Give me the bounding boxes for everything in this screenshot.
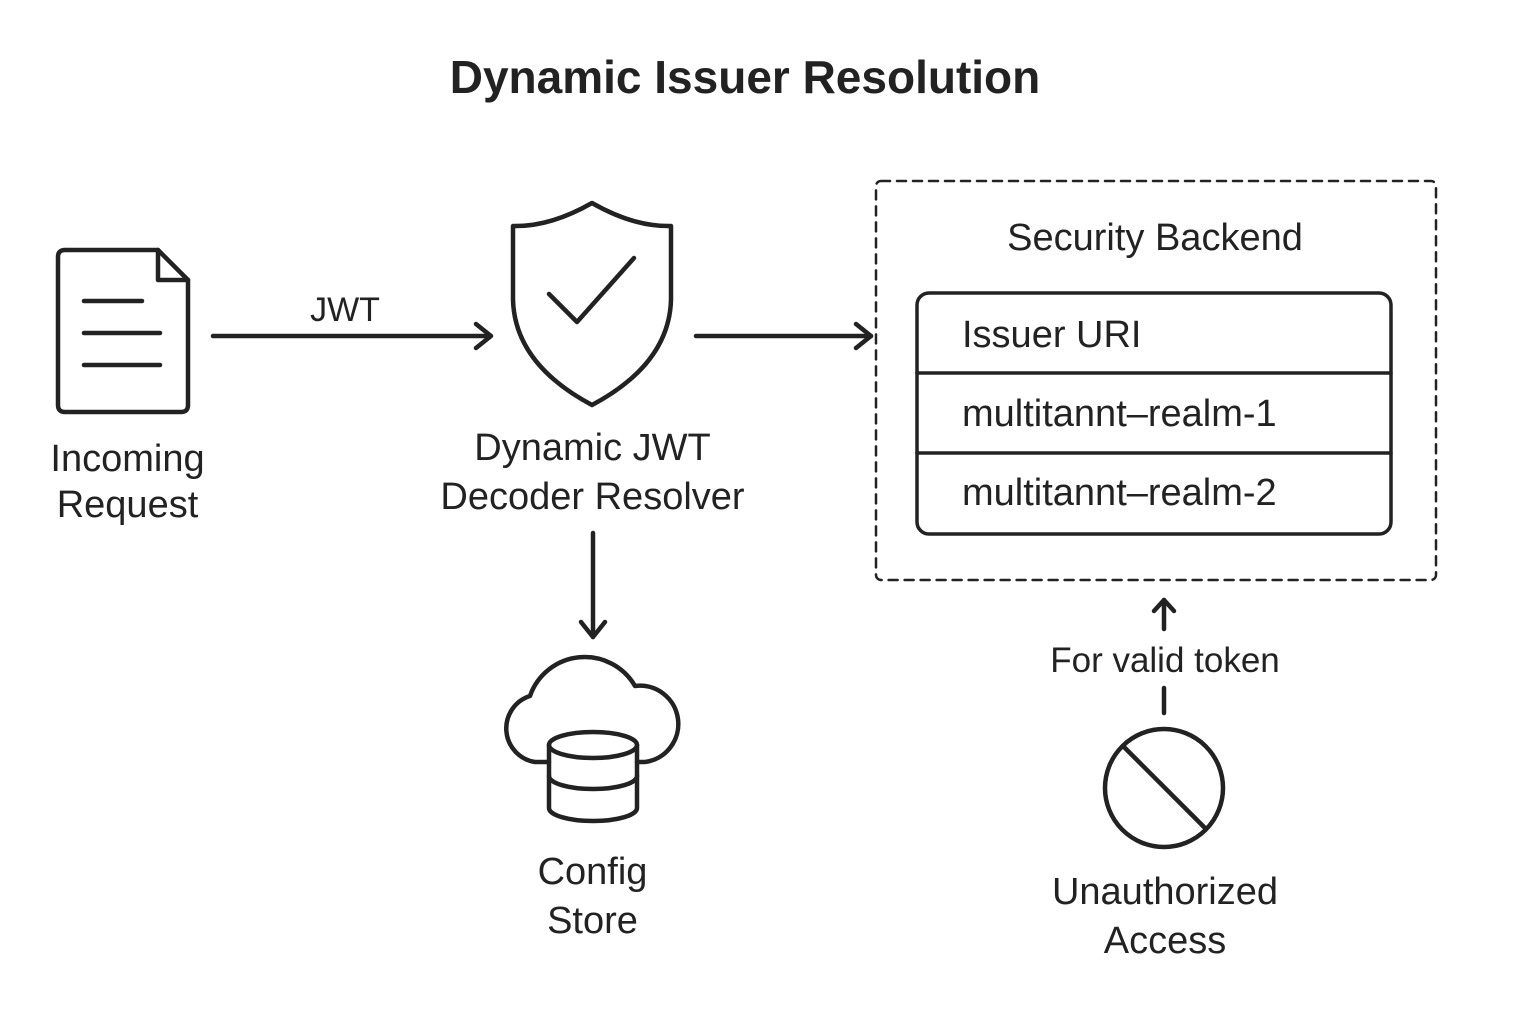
issuer-row-realm-2: multitannt–realm-2 [962,472,1277,514]
config-label-line2: Store [547,899,638,942]
arrow-resolver-to-config [578,530,608,640]
prohibited-icon [1102,726,1226,850]
shield-check-icon [510,200,674,408]
document-icon [55,247,191,415]
resolver-label: Dynamic JWT Decoder Resolver [420,424,765,523]
config-label-line1: Config [537,851,648,893]
edge-label-valid-token: For valid token [1050,641,1280,680]
resolver-label-line1: Dynamic JWT [474,427,711,469]
arrow-resolver-to-backend [693,321,874,351]
unauthorized-access-label: Unauthorized Access [1010,868,1320,967]
incoming-label-line1: Incoming [50,438,205,480]
incoming-request-label: Incoming Request [20,436,235,529]
edge-label-jwt: JWT [310,291,380,329]
issuer-table-header: Issuer URI [962,314,1142,356]
security-backend-container [874,179,1438,582]
diagram-title: Dynamic Issuer Resolution [449,51,1041,103]
unauthorized-label-line2: Access [1103,920,1227,963]
cloud-database-icon [504,654,681,824]
issuer-row-realm-1: multitannt–realm-1 [962,393,1277,435]
incoming-label-line2: Request [56,484,199,527]
arrow-request-to-resolver [210,321,494,351]
config-store-label: Config Store [490,848,695,945]
security-backend-title: Security Backend [1007,217,1303,259]
arrow-valid-to-backend [1151,597,1177,716]
issuer-table [915,291,1393,536]
unauthorized-label-line1: Unauthorized [1051,871,1279,913]
resolver-label-line2: Decoder Resolver [440,476,745,519]
